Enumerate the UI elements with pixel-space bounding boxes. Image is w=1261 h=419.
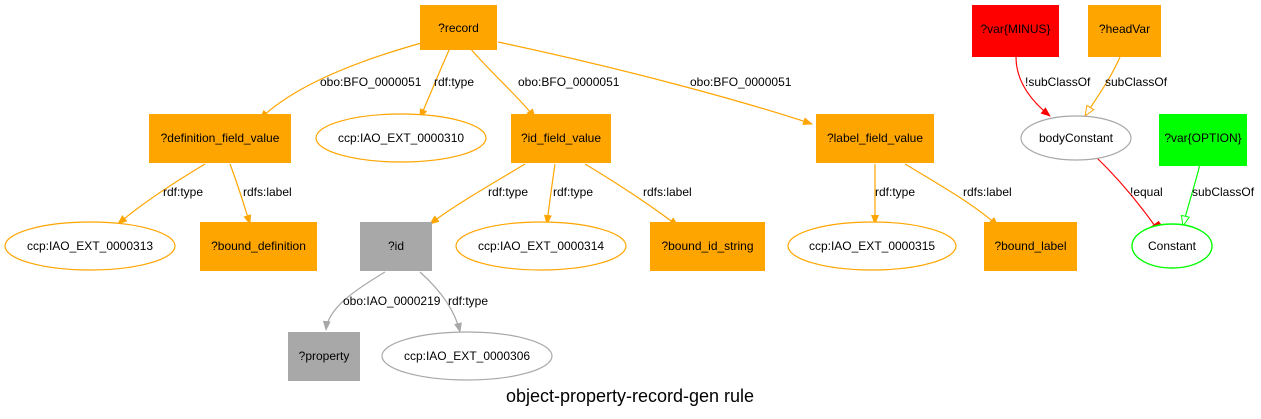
node-bound-definition[interactable]: ?bound_definition	[200, 222, 317, 271]
node-constant-label: Constant	[1148, 239, 1197, 253]
edge-label-id-type: rdf:type	[448, 294, 488, 308]
node-ccp-iao-ext-0000306[interactable]: ccp:IAO_EXT_0000306	[381, 331, 553, 381]
nodes: ?record ?definition_field_value ccp:IAO_…	[4, 5, 1247, 381]
node-var-option-label: ?var{OPTION}	[1164, 131, 1241, 145]
node-definition-field-value[interactable]: ?definition_field_value	[149, 114, 291, 163]
edge-label-minus-subclass: !subClassOf	[1025, 75, 1091, 89]
edge-label-idfield-type: rdf:type	[553, 185, 593, 199]
edge-label-definition-type: rdf:type	[163, 185, 203, 199]
edge-definition-type	[117, 163, 206, 225]
edge-option-subclass	[1183, 163, 1201, 226]
edges	[117, 41, 1201, 333]
node-id-field-value[interactable]: ?id_field_value	[511, 114, 611, 163]
node-id-field-value-label: ?id_field_value	[521, 131, 601, 145]
node-var-option[interactable]: ?var{OPTION}	[1159, 114, 1247, 166]
edge-label-idfield-id: rdf:type	[488, 185, 528, 199]
edge-label-headvar-subclass: subClassOf	[1105, 75, 1168, 89]
edge-record-id	[469, 47, 536, 119]
node-body-constant-label: bodyConstant	[1039, 131, 1114, 145]
node-ccp-iao-ext-0000310[interactable]: ccp:IAO_EXT_0000310	[315, 113, 487, 163]
node-var-minus-label: ?var{MINUS}	[980, 22, 1050, 36]
node-record[interactable]: ?record	[420, 5, 497, 50]
diagram-title: object-property-record-gen rule	[506, 386, 754, 406]
edge-id-property	[322, 271, 386, 331]
node-ccp-iao-ext-0000310-label: ccp:IAO_EXT_0000310	[338, 131, 464, 145]
node-label-field-value[interactable]: ?label_field_value	[816, 114, 934, 163]
node-bound-definition-label: ?bound_definition	[211, 239, 306, 253]
edge-label-record-type: rdf:type	[434, 75, 474, 89]
edge-record-definition	[259, 41, 426, 120]
node-definition-field-value-label: ?definition_field_value	[161, 131, 280, 145]
node-ccp-iao-ext-0000314[interactable]: ccp:IAO_EXT_0000314	[455, 221, 627, 271]
node-bound-label-label: ?bound_label	[994, 239, 1066, 253]
edge-label-id-property: obo:IAO_0000219	[343, 294, 441, 308]
edge-idfield-type	[543, 163, 556, 225]
node-ccp-iao-ext-0000306-label: ccp:IAO_EXT_0000306	[404, 349, 530, 363]
edge-label-labelfield-type: rdf:type	[875, 185, 915, 199]
edge-idfield-label	[584, 163, 679, 227]
edge-idfield-id	[429, 163, 526, 225]
node-ccp-iao-ext-0000313[interactable]: ccp:IAO_EXT_0000313	[4, 221, 176, 271]
edge-label-idfield-label: rdfs:label	[643, 185, 692, 199]
edge-label-labelfield-label: rdfs:label	[963, 185, 1012, 199]
node-body-constant[interactable]: bodyConstant	[1020, 115, 1132, 161]
node-ccp-iao-ext-0000315-label: ccp:IAO_EXT_0000315	[809, 239, 935, 253]
edge-minus-subclass	[1015, 56, 1051, 117]
edge-definition-label	[229, 163, 252, 225]
node-bound-label[interactable]: ?bound_label	[984, 222, 1077, 271]
node-label-field-value-label: ?label_field_value	[827, 131, 923, 145]
node-head-var-label: ?headVar	[1099, 22, 1150, 36]
node-bound-id-string[interactable]: ?bound_id_string	[650, 222, 765, 271]
edge-id-type	[419, 271, 462, 333]
edge-body-not-equal	[1094, 155, 1162, 232]
edge-headvar-subclass	[1085, 56, 1121, 116]
node-ccp-iao-ext-0000315[interactable]: ccp:IAO_EXT_0000315	[787, 221, 957, 271]
node-constant[interactable]: Constant	[1131, 223, 1213, 269]
edge-label-record-label: obo:BFO_0000051	[690, 75, 792, 89]
node-head-var[interactable]: ?headVar	[1088, 5, 1161, 57]
node-var-minus[interactable]: ?var{MINUS}	[972, 5, 1059, 57]
node-id-label: ?id	[388, 239, 404, 253]
node-id[interactable]: ?id	[360, 222, 432, 271]
edge-record-label	[497, 41, 813, 125]
edge-label-record-definition: obo:BFO_0000051	[320, 75, 422, 89]
edge-label-option-subclass: subClassOf	[1192, 185, 1255, 199]
node-bound-id-string-label: ?bound_id_string	[661, 239, 753, 253]
node-property-label: ?property	[299, 349, 350, 363]
node-ccp-iao-ext-0000313-label: ccp:IAO_EXT_0000313	[27, 239, 153, 253]
edge-label-record-id: obo:BFO_0000051	[518, 75, 620, 89]
edge-labels: obo:BFO_0000051 rdf:type obo:BFO_0000051…	[163, 75, 1255, 308]
edge-label-definition-label: rdfs:label	[243, 185, 292, 199]
node-property[interactable]: ?property	[288, 332, 360, 381]
edge-label-body-not-equal: !equal	[1130, 185, 1163, 199]
node-record-label: ?record	[438, 21, 479, 35]
edge-record-type	[419, 47, 451, 119]
node-ccp-iao-ext-0000314-label: ccp:IAO_EXT_0000314	[478, 239, 604, 253]
edge-labelfield-label	[904, 163, 999, 227]
